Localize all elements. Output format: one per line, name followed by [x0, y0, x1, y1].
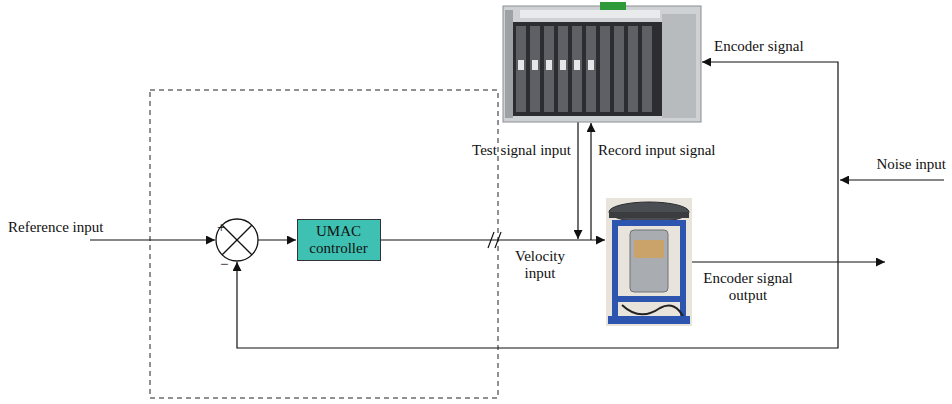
slash-marks: [488, 232, 501, 248]
box-label: UMAC controller: [302, 223, 376, 258]
rack-illustration: [503, 2, 701, 122]
dashed-region: [150, 90, 498, 398]
signal-label: Velocity input: [503, 248, 577, 283]
turntable-illustration: [606, 198, 692, 326]
signal-label: Noise input: [876, 156, 946, 173]
summing-junction: [216, 219, 258, 261]
signal-label: Encoder signal output: [698, 270, 798, 305]
signal-label: Reference input: [8, 219, 103, 236]
sign-label: +: [217, 219, 225, 236]
sign-label: −: [220, 256, 228, 273]
controller-box: UMAC controller: [297, 219, 381, 262]
signal-label: Test signal input: [472, 142, 571, 159]
signal-label: Encoder signal: [714, 38, 804, 55]
signal-label: Record input signal: [598, 142, 715, 159]
